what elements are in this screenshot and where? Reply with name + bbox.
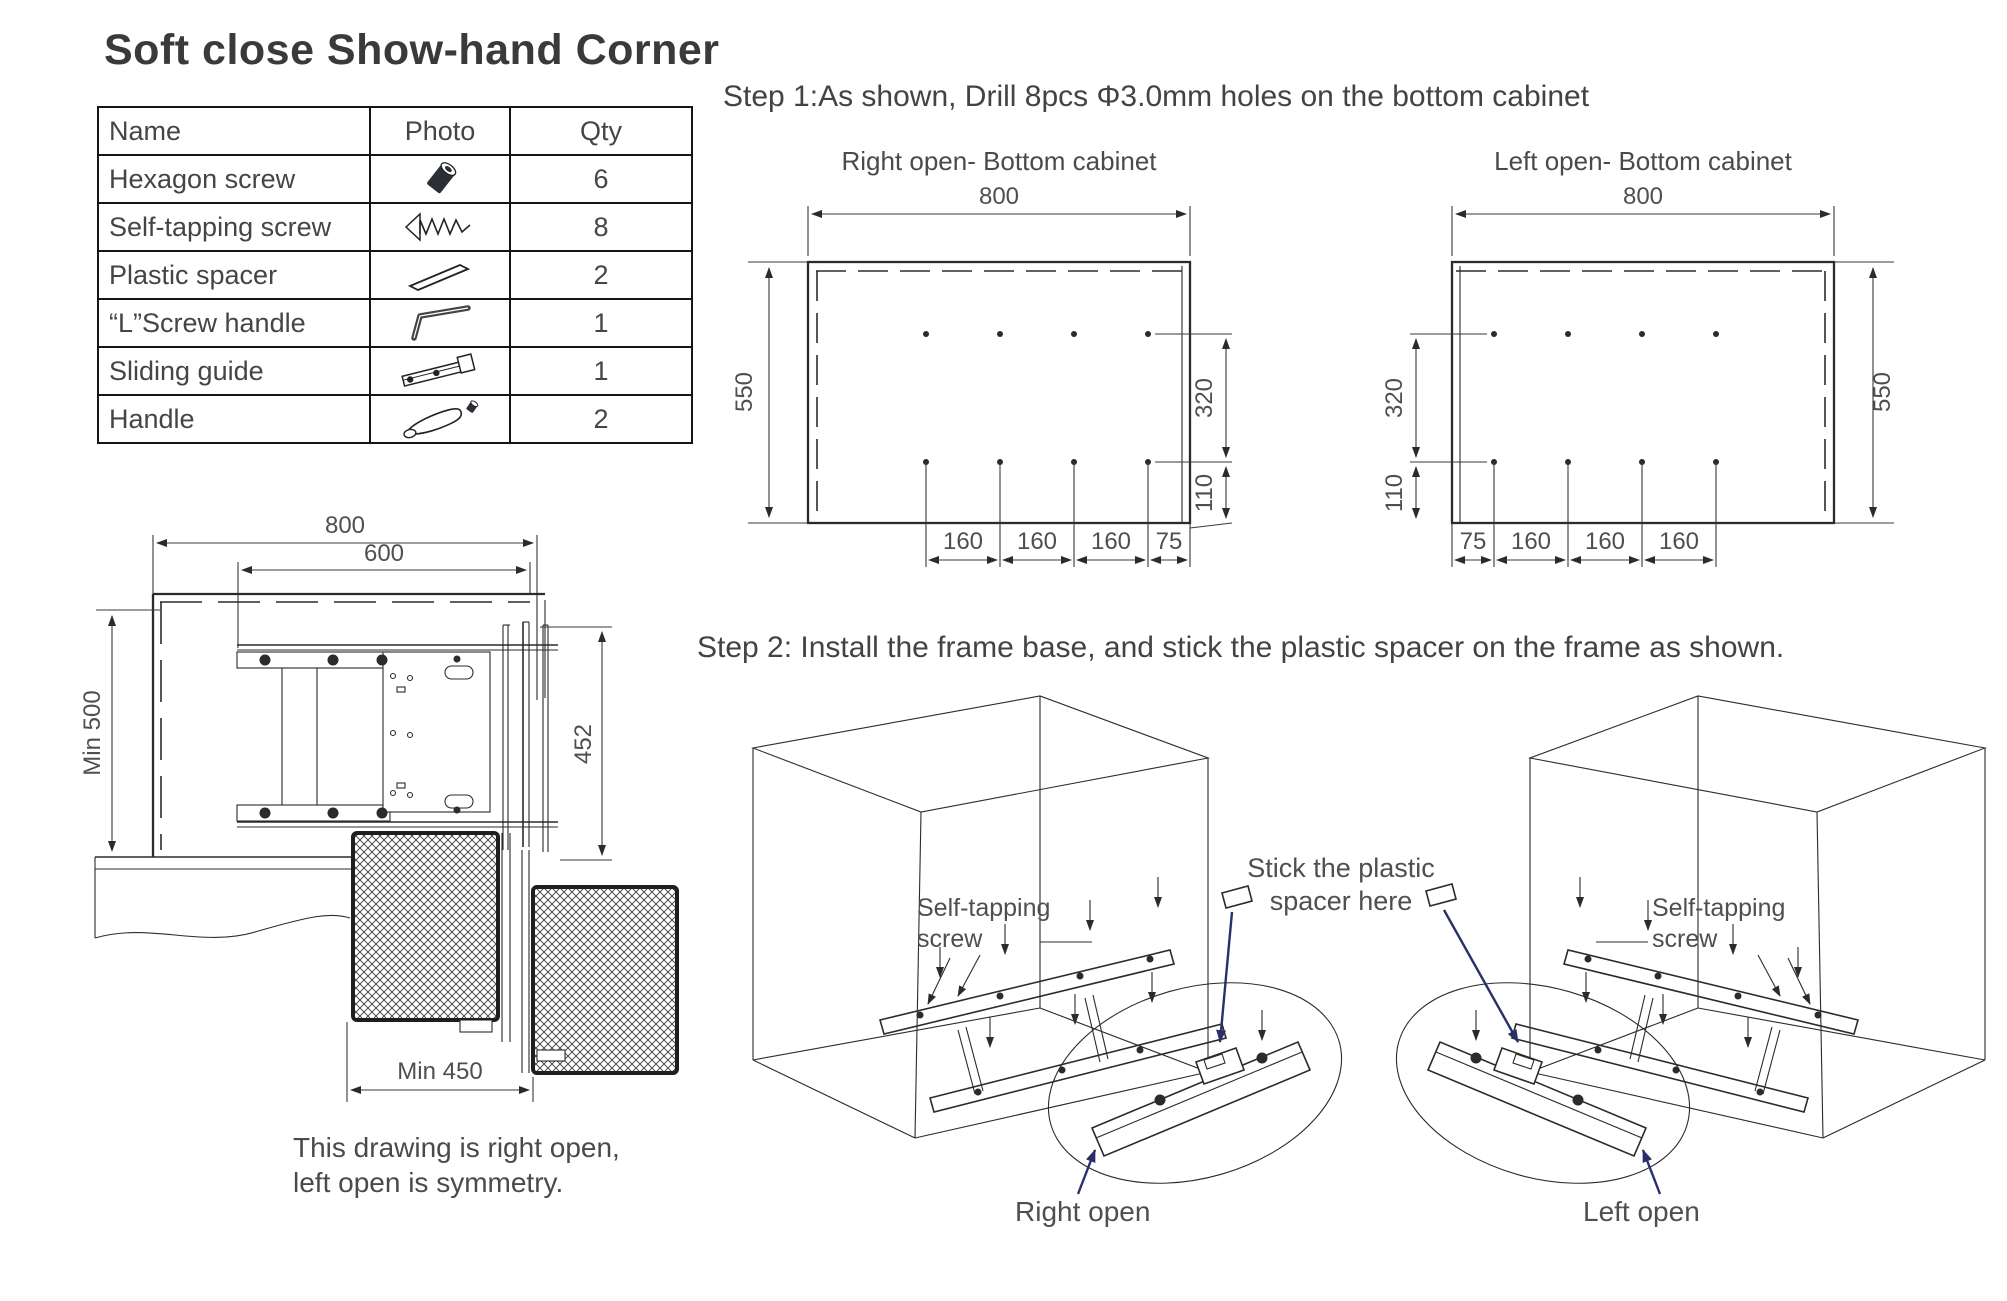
dim-160-a: 160 [1511,528,1551,555]
sliding-guide-icon [394,353,486,387]
part-qty: 2 [509,394,693,444]
plan-caption-line2: left open is symmetry. [293,1167,564,1198]
part-name: Hexagon screw [97,154,371,204]
dim-600: 600 [364,540,404,567]
screw-arrows [936,877,1162,1048]
callout-line2: screw [1652,925,1718,953]
column-header-qty: Qty [509,106,693,156]
part-name: “L”Screw handle [97,298,371,348]
plastic-spacer-icon-right [1425,883,1457,907]
dim-452: 452 [570,724,597,764]
dim-110: 110 [1381,474,1408,512]
part-name: Plastic spacer [97,250,371,300]
table-row: Plastic spacer 2 [97,250,693,300]
dim-800: 800 [1623,183,1663,210]
callout-line2: screw [917,925,983,953]
dim-800: 800 [325,512,365,539]
dim-160-a: 160 [943,528,983,555]
part-qty: 1 [509,298,693,348]
spacer-note: Stick the plastic spacer here [1216,852,1466,918]
part-name: Self-tapping screw [97,202,371,252]
part-qty: 6 [509,154,693,204]
dim-160-c: 160 [1659,528,1699,555]
plan-caption-line1: This drawing is right open, [293,1132,620,1163]
hexagon-screw-icon [394,162,486,194]
callout-line1: Self-tapping [1652,894,1786,922]
column-header-name: Name [97,106,371,156]
part-qty: 1 [509,346,693,396]
left-open-label: Left open [1583,1196,1700,1227]
callout-line1: Self-tapping [917,894,1051,922]
table-row: Hexagon screw 6 [97,154,693,204]
spacer-arrow-left [1216,911,1234,1043]
drill-holes [1491,331,1719,465]
plastic-spacer-icon-left [1221,885,1253,909]
right-open-label: Right open [1015,1196,1151,1227]
handle-icon [394,400,486,439]
dim-320: 320 [1381,378,1408,418]
table-row: Self-tapping screw 8 [97,202,693,252]
dim-75: 75 [1460,528,1487,555]
magnified-spacer-seat [1512,1053,1535,1070]
plastic-spacer-icon [394,258,486,291]
self-tapping-screw-callout-right: Self-tapping screw [1652,893,1785,955]
l-screw-handle-icon [394,305,486,341]
magnified-spacer-seat [1203,1053,1226,1070]
right-open-callout-arrow [1076,1149,1097,1195]
dim-160-b: 160 [1585,528,1625,555]
dim-320: 320 [1191,378,1218,418]
plan-view-drawing: 800 600 Min 500 [79,512,679,1102]
part-name: Handle [97,394,371,444]
left-open-drawing-title: Left open- Bottom cabinet [1494,146,1792,176]
dim-min-450: Min 450 [397,1058,482,1085]
part-qty: 8 [509,202,693,252]
dim-550: 550 [731,372,758,412]
spacer-arrow-right [1442,909,1520,1043]
step1-heading: Step 1:As shown, Drill 8pcs Φ3.0mm holes… [723,80,1590,113]
column-header-photo: Photo [369,106,511,156]
iso-cabinet-right-open [750,695,1227,1139]
detail-ellipse-right-open [1047,982,1343,1195]
dim-550: 550 [1869,372,1896,412]
dim-min-500: Min 500 [79,690,106,775]
wire-basket-side [531,885,679,1075]
spacer-note-line1: Stick the plastic [1247,853,1435,883]
dim-75: 75 [1156,528,1183,555]
right-open-bottom-cabinet-drawing: 800 550 320 110 [731,183,1233,567]
self-tapping-screw-icon [394,210,486,242]
drill-holes [923,331,1151,465]
wire-basket-front [351,831,500,1022]
iso-cabinet-left-open [1511,695,1988,1139]
table-row: Sliding guide 1 [97,346,693,396]
page-title: Soft close Show-hand Corner [104,26,720,74]
table-row: “L”Screw handle 1 [97,298,693,348]
left-open-callout-arrow [1641,1149,1662,1195]
detail-ellipse-left-open [1395,982,1691,1195]
table-header-row: Name Photo Qty [97,106,693,156]
dim-160-b: 160 [1017,528,1057,555]
dim-160-c: 160 [1091,528,1131,555]
step2-heading: Step 2: Install the frame base, and stic… [697,631,1785,664]
left-open-bottom-cabinet-drawing: 800 550 320 110 [1381,183,1896,567]
self-tapping-screw-callout-left: Self-tapping screw [917,893,1050,955]
part-qty: 2 [509,250,693,300]
plan-drawing-caption: This drawing is right open, left open is… [293,1130,620,1200]
plastic-spacer-icons [1216,883,1520,1043]
part-name: Sliding guide [97,346,371,396]
spacer-note-line2: spacer here [1269,886,1413,916]
dim-800: 800 [979,183,1019,210]
parts-table: Name Photo Qty Hexagon screw 6 Self-tapp… [97,106,693,444]
dim-110: 110 [1191,474,1218,512]
right-open-drawing-title: Right open- Bottom cabinet [841,146,1157,176]
table-row: Handle 2 [97,394,693,444]
